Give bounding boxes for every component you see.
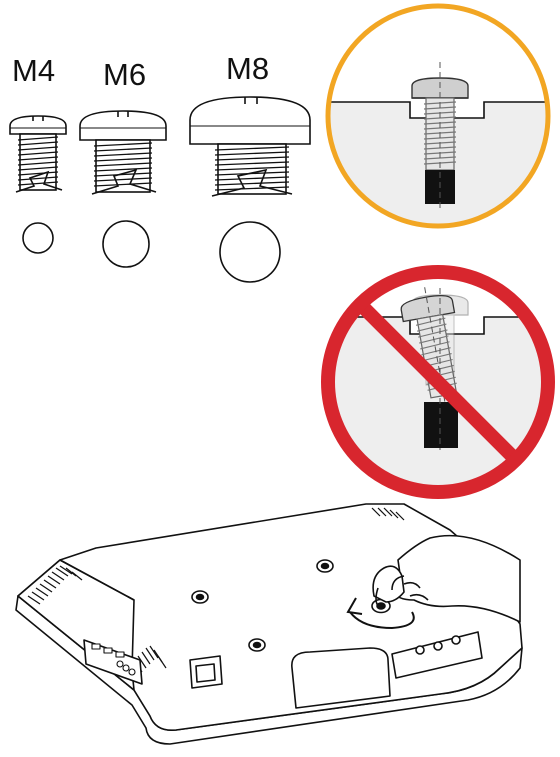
- m8-diameter-circle: [219, 221, 281, 283]
- hand-icon: [372, 534, 521, 623]
- m4-diameter-circle: [22, 222, 54, 254]
- screw-label-m4: M4: [12, 53, 55, 88]
- screw-label-m8: M8: [226, 51, 269, 86]
- prohibited-angled-screw-icon: [321, 265, 555, 499]
- screw-label-m6: M6: [103, 57, 146, 92]
- rotate-arrow-icon: [346, 597, 415, 630]
- tv-back-panel-illustration: [15, 503, 523, 745]
- correct-screw-insertion-icon: [325, 3, 551, 229]
- m6-diameter-circle: [102, 220, 150, 268]
- m4-screw-icon: [9, 115, 67, 193]
- m6-screw-icon: [79, 110, 167, 195]
- m8-screw-icon: [189, 96, 311, 197]
